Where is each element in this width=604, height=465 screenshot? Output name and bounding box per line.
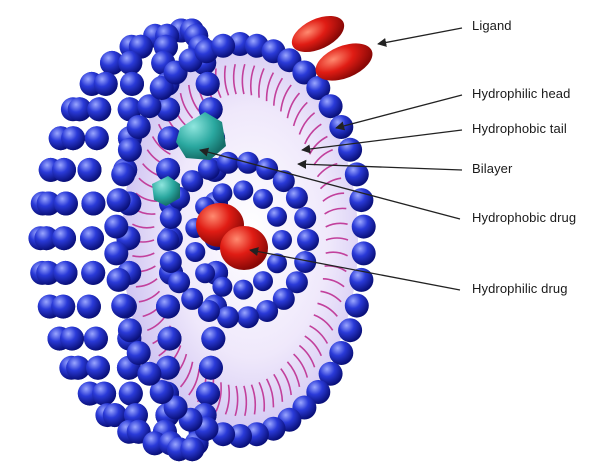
phospholipid-head <box>118 51 142 75</box>
inner-head <box>237 306 259 328</box>
inner-head <box>267 207 287 227</box>
inner-head <box>160 251 182 273</box>
phospholipid-head <box>158 327 182 351</box>
inner-head <box>297 229 319 251</box>
rim-head <box>111 294 135 318</box>
phospholipid-head <box>61 126 85 150</box>
inner-head <box>217 306 239 328</box>
inner-head <box>212 183 232 203</box>
inner-head <box>233 280 253 300</box>
phospholipid-head <box>54 261 78 285</box>
phospholipid-head <box>81 261 105 285</box>
phospholipid-head <box>77 295 101 319</box>
phospholipid-head <box>81 192 105 216</box>
rim-head <box>319 94 343 118</box>
phospholipid-head <box>201 327 225 351</box>
label-hydrophobic-drug: Hydrophobic drug <box>472 210 576 225</box>
inner-head <box>185 242 205 262</box>
inner-head <box>256 300 278 322</box>
rim-head <box>118 318 142 342</box>
rim-head <box>137 362 161 386</box>
rim-head <box>338 138 362 162</box>
inner-head <box>195 263 215 283</box>
rim-head <box>338 318 362 342</box>
rim-head <box>107 268 131 292</box>
rim-head <box>104 241 128 265</box>
inner-head <box>294 207 316 229</box>
label-hydrophilic-drug: Hydrophilic drug <box>472 281 568 296</box>
inner-head <box>212 277 232 297</box>
phospholipid-head <box>94 72 118 96</box>
hydrophilic-drug-2 <box>220 226 268 270</box>
rim-head <box>349 188 373 212</box>
phospholipid-head <box>84 327 108 351</box>
inner-head <box>157 229 179 251</box>
label-bilayer: Bilayer <box>472 161 512 176</box>
inner-head <box>233 180 253 200</box>
phospholipid-head <box>196 382 220 406</box>
inner-head <box>168 271 190 293</box>
phospholipid-head <box>52 158 76 182</box>
rim-head <box>352 241 376 265</box>
phospholipid-head <box>54 192 78 216</box>
rim-head <box>211 34 235 58</box>
rim-head <box>118 138 142 162</box>
label-hydrophilic-head: Hydrophilic head <box>472 86 570 101</box>
phospholipid-head <box>92 382 116 406</box>
rim-head <box>104 215 128 239</box>
phospholipid-head <box>119 382 143 406</box>
inner-head <box>286 187 308 209</box>
phospholipid-head <box>52 226 76 250</box>
label-ligand: Ligand <box>472 18 512 33</box>
phospholipid-head <box>60 327 84 351</box>
inner-head <box>253 189 273 209</box>
rim-head <box>127 115 151 139</box>
rim-head <box>329 341 353 365</box>
inner-head <box>160 207 182 229</box>
rim-head <box>111 162 135 186</box>
inner-head <box>198 158 220 180</box>
phospholipid-head <box>87 97 111 121</box>
phospholipid-head <box>199 356 223 380</box>
inner-head <box>272 230 292 250</box>
rim-head <box>107 188 131 212</box>
leader-hydrophilic-head <box>336 95 462 128</box>
rim-head <box>352 215 376 239</box>
phospholipid-head <box>85 126 109 150</box>
phospholipid-head <box>80 226 104 250</box>
phospholipid-head <box>180 437 204 461</box>
phospholipid-head <box>51 295 75 319</box>
phospholipid-head <box>86 356 110 380</box>
leader-ligand <box>378 28 462 44</box>
phospholipid-head <box>156 295 180 319</box>
phospholipid-head <box>196 72 220 96</box>
phospholipid-head <box>78 158 102 182</box>
inner-head <box>253 271 273 291</box>
rim-head <box>345 294 369 318</box>
phospholipid-head <box>120 72 144 96</box>
label-hydrophobic-tail: Hydrophobic tail <box>472 121 567 136</box>
rim-head <box>127 341 151 365</box>
